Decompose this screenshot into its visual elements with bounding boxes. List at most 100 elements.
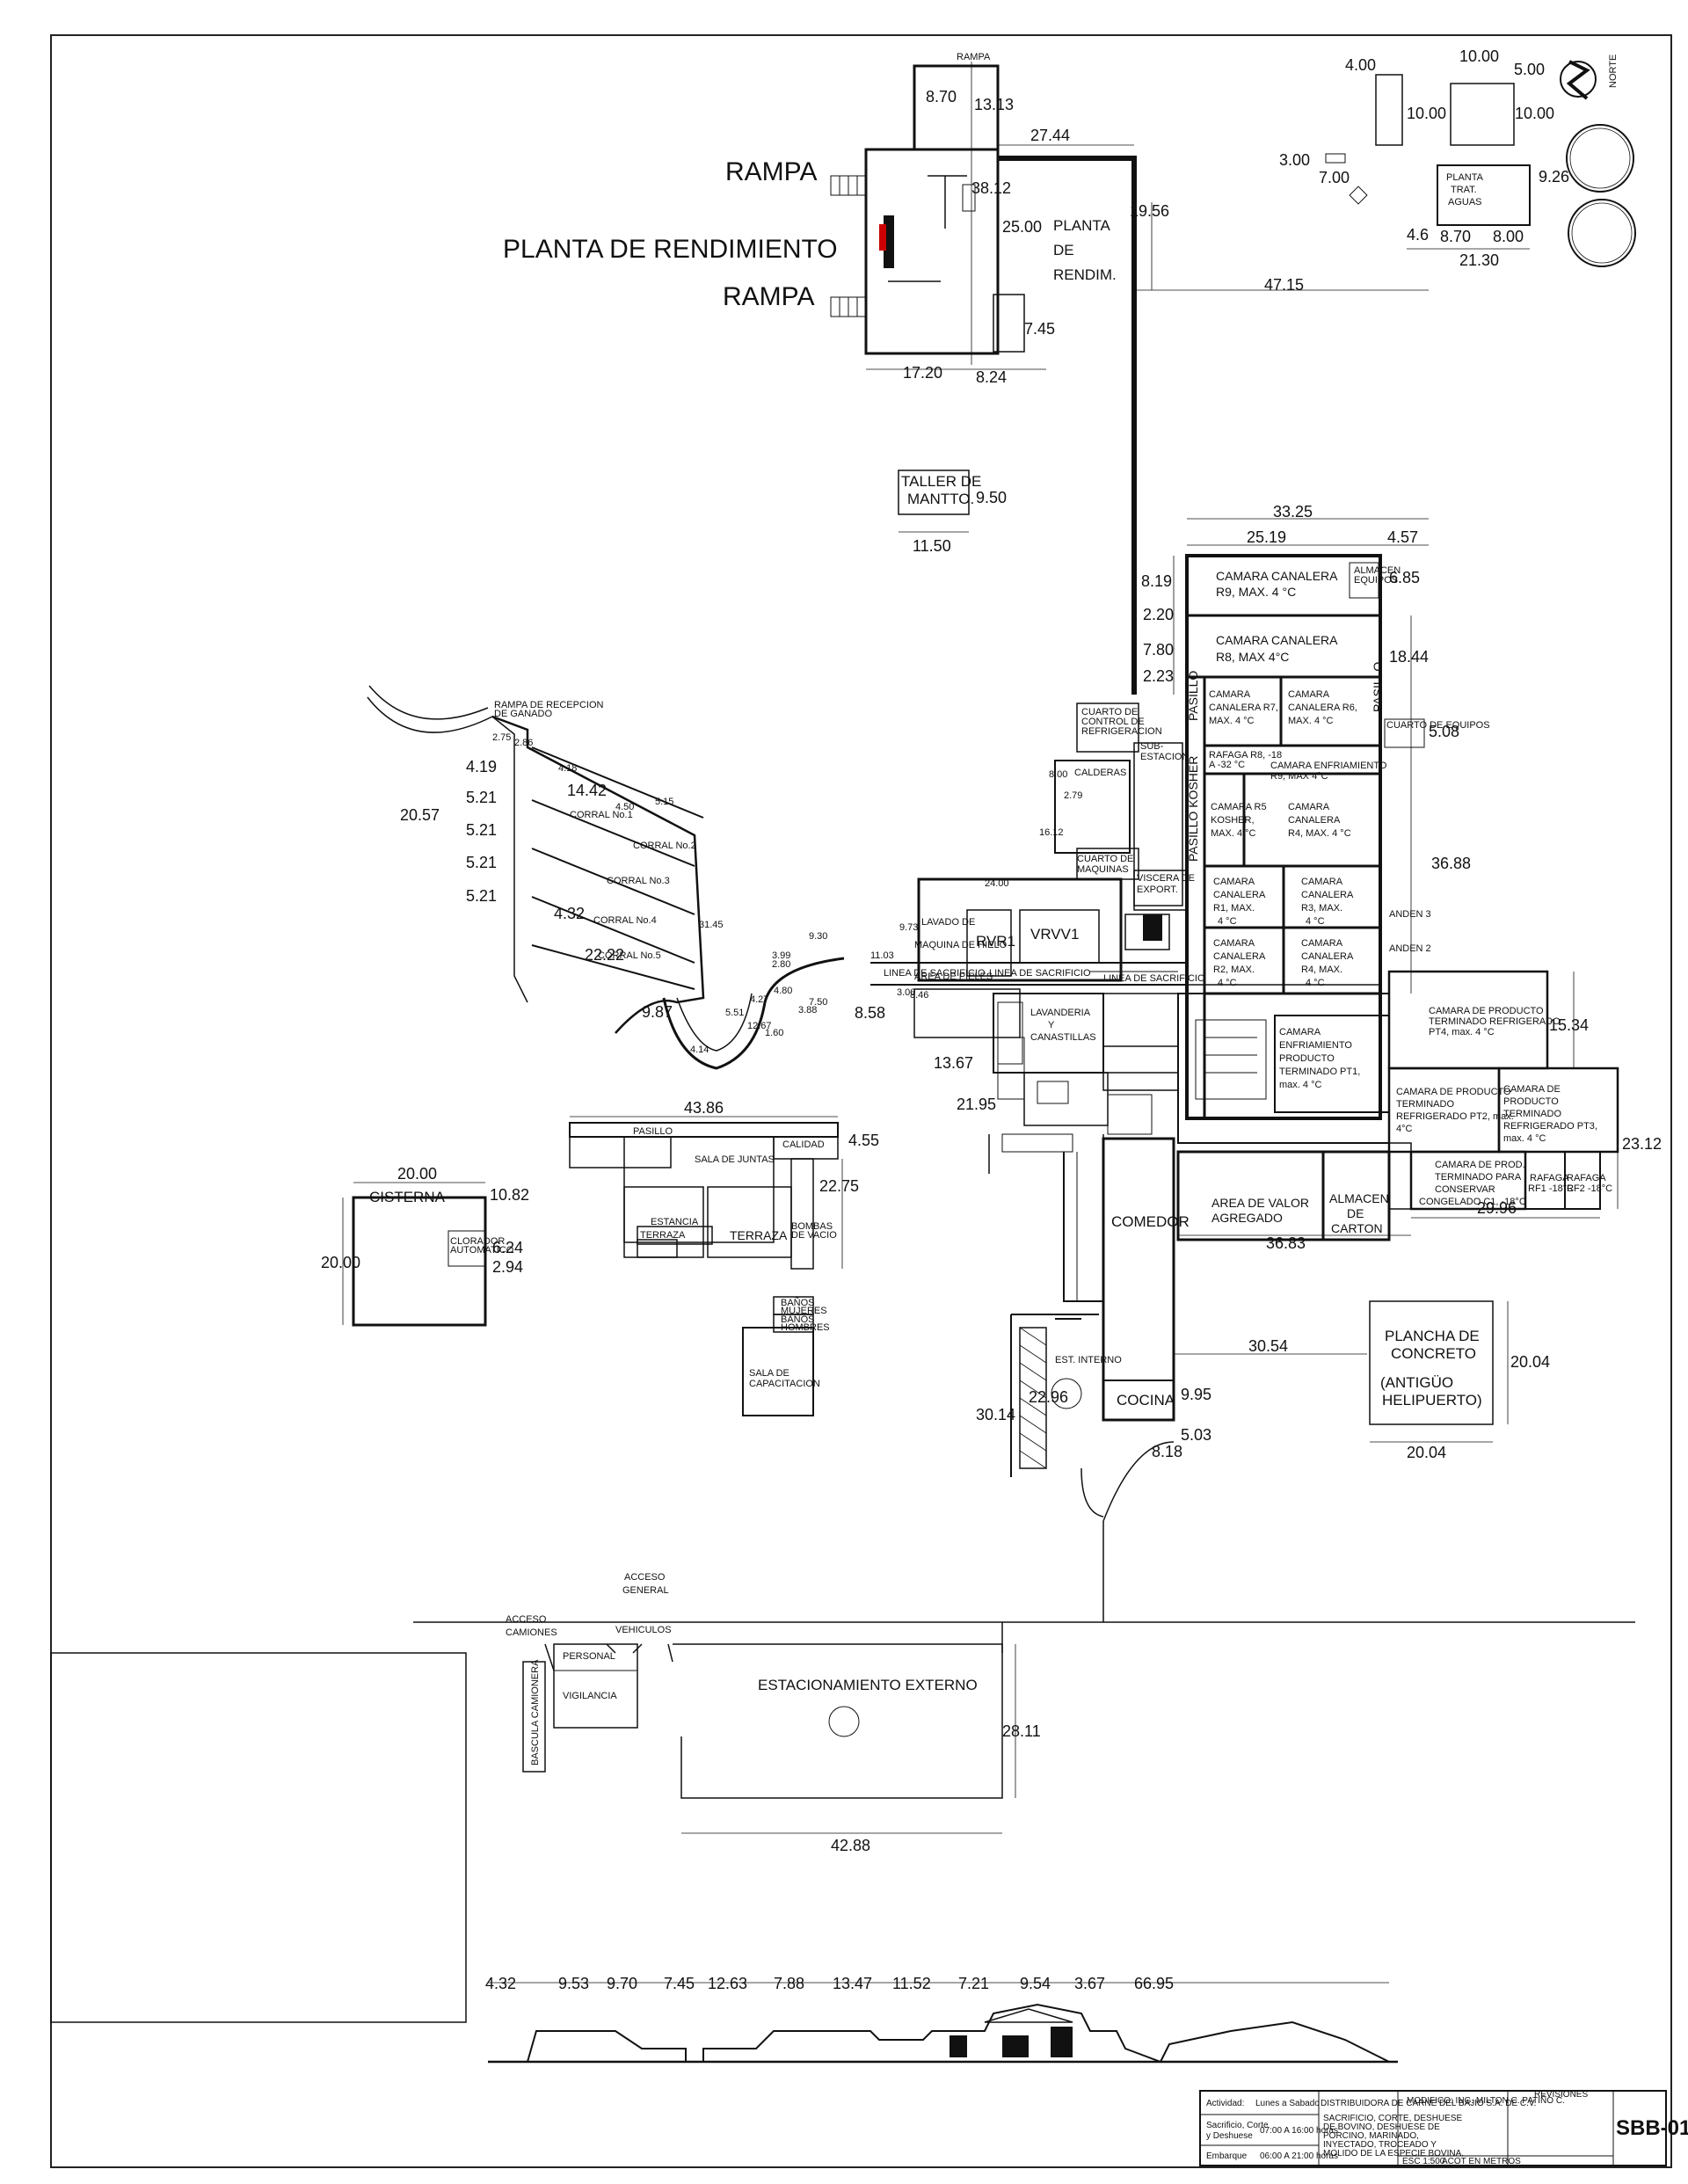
- aguas-dim-21-30: 21.30: [1459, 251, 1499, 269]
- dim-4-80: 4.80: [774, 986, 792, 996]
- dim-25-19: 25.19: [1247, 528, 1286, 546]
- tb-sacrificio-1: Sacrificio, Corte: [1206, 2121, 1269, 2130]
- oficinas-pasillo: PASILLO: [633, 1126, 673, 1137]
- banos-mujeres-1: BAÑOS: [781, 1297, 815, 1308]
- cisterna-dim-2-94: 2.94: [492, 1258, 523, 1276]
- c1-label-1: CAMARA DE PROD.: [1435, 1160, 1525, 1170]
- aguas-dim-4-00: 4.00: [1345, 56, 1376, 74]
- dim-8-58: 8.58: [855, 1004, 885, 1022]
- title-block: Actividad: Lunes a Sabado Sacrificio, Co…: [1199, 2090, 1688, 2166]
- dim-4-18: 4.18: [558, 763, 577, 774]
- elevation-dim-6: 13.47: [833, 1975, 872, 1992]
- terraza-label: TERRAZA: [730, 1228, 788, 1242]
- dim-5-15: 5.15: [655, 797, 673, 807]
- pt1-label-1: CAMARA: [1279, 1027, 1321, 1037]
- cisterna-dim-6-24: 6.24: [492, 1239, 523, 1256]
- dim-4-55: 4.55: [848, 1132, 879, 1149]
- taller-dim-11-50: 11.50: [913, 537, 951, 555]
- taller-dim-9-50: 9.50: [976, 489, 1007, 506]
- pt2-label-4: 4°C: [1396, 1124, 1413, 1134]
- blank-notes-box: [50, 1652, 467, 2023]
- dim-8-46: 8.46: [910, 990, 928, 1001]
- pt3-label-2: PRODUCTO: [1503, 1096, 1559, 1107]
- dim-25-00: 25.00: [1002, 218, 1042, 236]
- elevation-dim-8: 7.21: [958, 1975, 989, 1992]
- banos-mujeres-2: MUJERES: [781, 1306, 827, 1316]
- dim-2-20: 2.20: [1143, 606, 1174, 623]
- elevation-dim-4: 12.63: [708, 1975, 747, 1992]
- r4a-label-2: CANALERA: [1288, 815, 1341, 826]
- almacen-carton-2: DE: [1347, 1206, 1364, 1220]
- pt3-label-1: CAMARA DE: [1503, 1084, 1561, 1095]
- valor-agregado-1: AREA DE VALOR: [1211, 1196, 1309, 1210]
- r7-label-3: MAX. 4 °C: [1209, 716, 1255, 726]
- r2-label-2: CANALERA: [1213, 951, 1266, 962]
- rendimiento-title: PLANTA DE RENDIMIENTO: [503, 235, 838, 264]
- dim-5-21-b: 5.21: [466, 821, 497, 839]
- corral-2: CORRAL No.2: [633, 841, 696, 851]
- aguas-dim-7-00: 7.00: [1319, 169, 1350, 186]
- cocina-label: COCINA: [1117, 1392, 1175, 1409]
- aguas-dim-9-26: 9.26: [1539, 168, 1569, 186]
- pt1-label-3: PRODUCTO: [1279, 1053, 1335, 1064]
- rafaga-r8-label-1: RAFAGA R8, -18: [1209, 750, 1282, 761]
- dim-2-79: 2.79: [1064, 790, 1082, 801]
- almacen-carton-3: CARTON: [1331, 1221, 1383, 1235]
- enfriamiento-r9-label-1: CAMARA ENFRIAMIENTO: [1270, 761, 1387, 771]
- dim-7-80: 7.80: [1143, 641, 1174, 659]
- r5-label-2: KOSHER,: [1211, 815, 1255, 826]
- dim-29-96: 29.96: [1477, 1199, 1517, 1217]
- dim-3-00-proc: 3.00: [897, 987, 915, 998]
- elevation-dim-5: 7.88: [774, 1975, 804, 1992]
- r2-label-1: CAMARA: [1213, 938, 1255, 949]
- linea-sacrificio-3: LINEA DE SACRIFICIO: [1103, 973, 1205, 984]
- pt1-label-2: ENFRIAMIENTO: [1279, 1040, 1352, 1051]
- anden2-label: ANDEN 2: [1389, 943, 1431, 954]
- lavanderia-2: Y: [1048, 1020, 1055, 1030]
- planta-tratamiento-aguas: PLANTA TRAT. AGUAS 4.00 10.00 5.00 10.00…: [1279, 47, 1636, 269]
- oficinas: PASILLO SALA DE JUNTAS CALIDAD TERRAZA T…: [569, 1099, 879, 1416]
- dim-3-99: 3.99: [772, 950, 790, 961]
- sala-capacitacion-2: CAPACITACION: [749, 1379, 820, 1389]
- sheet-border: [50, 34, 1672, 2168]
- dim-3-88: 3.88: [798, 1005, 817, 1016]
- dim-7-50: 7.50: [809, 997, 827, 1008]
- dim-2-23: 2.23: [1143, 667, 1174, 685]
- dim-36-83: 36.83: [1266, 1234, 1306, 1252]
- r7-label-1: CAMARA: [1209, 689, 1251, 700]
- pt2-label-3: REFRIGERADO PT2, max.: [1396, 1111, 1514, 1122]
- acceso-camiones-2: CAMIONES: [506, 1627, 557, 1638]
- rendimiento-label-1: PLANTA: [1053, 217, 1111, 234]
- r3-label-1: CAMARA: [1301, 877, 1343, 887]
- tb-embarque-hrs: 06:00 A 21:00 horas: [1260, 2151, 1338, 2161]
- r5-label-1: CAMARA R5: [1211, 802, 1267, 812]
- r3-label-4: 4 °C: [1306, 916, 1325, 927]
- viscera-label-1: VISCERA DE: [1137, 873, 1195, 884]
- vrvv1-label: VRVV1: [1030, 926, 1079, 943]
- dim-28-11: 28.11: [1002, 1722, 1041, 1740]
- dim-16-12: 16.12: [1039, 827, 1064, 838]
- elevation-dim-7: 11.52: [892, 1975, 931, 1992]
- producto-terminado: CAMARA ENFRIAMIENTO PRODUCTO TERMINADO P…: [1176, 970, 1662, 1252]
- bascula-label: BASCULA CAMIONERA: [530, 1659, 541, 1765]
- estancia-label: ESTANCIA: [651, 1217, 699, 1227]
- r4b-label-1: CAMARA: [1301, 938, 1343, 949]
- dim-23-12: 23.12: [1622, 1135, 1662, 1153]
- dim-5-03: 5.03: [1181, 1426, 1211, 1444]
- dim-5-21-d: 5.21: [466, 887, 497, 905]
- dim-2-86: 2.86: [514, 738, 533, 748]
- personal-label: PERSONAL: [563, 1651, 615, 1662]
- pasillo-right-label: PASILLO: [1371, 662, 1385, 712]
- tb-embarque: Embarque: [1206, 2151, 1248, 2161]
- r1-label-3: R1, MAX.: [1213, 903, 1255, 914]
- dim-8-24: 8.24: [976, 368, 1007, 386]
- corral-1: CORRAL No.1: [570, 810, 633, 820]
- planta-rendimiento: RAMPA PLANTA DE RENDIMIENTO RAMPA RAMPA …: [503, 52, 1429, 695]
- bombas-label-1: BOMBAS: [791, 1221, 833, 1232]
- acceso-estacionamiento: ACCESO GENERAL ACCESO CAMIONES VEHICULOS…: [413, 1521, 1635, 1854]
- tb-sacrificio-hrs: 07:00 A 16:00 horas: [1260, 2126, 1338, 2136]
- tb-sheet-number: SBB-01: [1616, 2116, 1688, 2140]
- r9-label-2: R9, MAX. 4 °C: [1216, 585, 1296, 599]
- dim-8-00-proc: 8.00: [1049, 769, 1067, 780]
- dim-43-86: 43.86: [684, 1099, 724, 1117]
